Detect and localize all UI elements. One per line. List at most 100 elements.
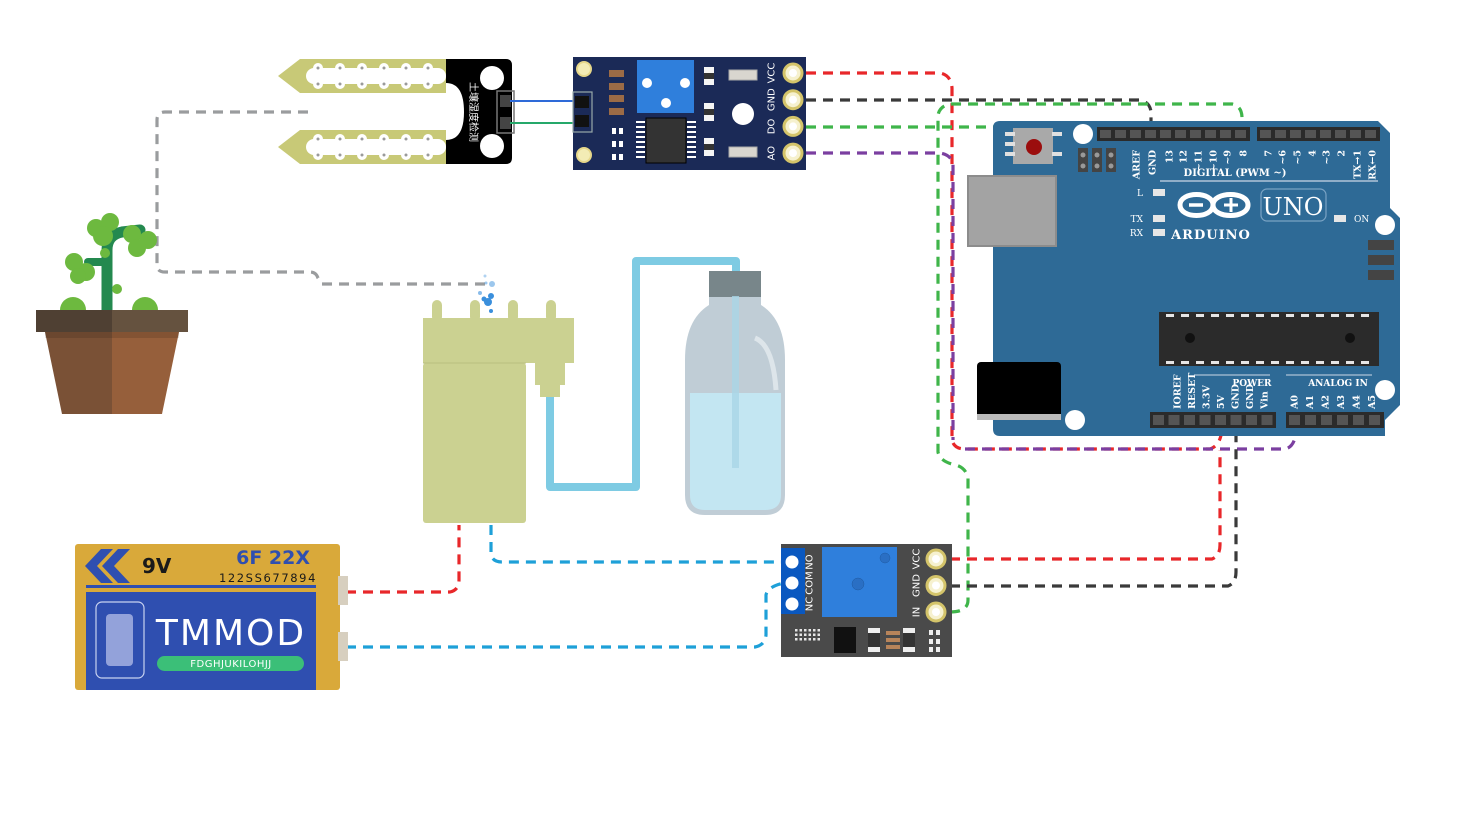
analog-pin-label: A1 <box>1305 395 1316 410</box>
sensor-pin-label: DO <box>767 118 778 134</box>
header-socket[interactable] <box>1153 415 1164 425</box>
wire-relay-in[interactable] <box>936 102 1244 614</box>
digital-pin-label: 13 <box>1165 150 1176 163</box>
relay-smd-dot <box>795 633 798 636</box>
header-socket[interactable] <box>1145 130 1156 138</box>
led-label-tx: TX <box>1131 215 1144 225</box>
wire-battery-neg[interactable] <box>346 580 791 649</box>
sensor-pin-hole <box>789 69 797 77</box>
header-socket[interactable] <box>1246 415 1257 425</box>
probe-pad-dot <box>404 137 408 141</box>
digital-pin-label: RX←0 <box>1368 150 1379 180</box>
relay-pin-hole <box>932 581 940 590</box>
header-socket[interactable] <box>1205 130 1216 138</box>
digital-pin-label: ~10 <box>1209 150 1220 172</box>
digital-pin-label: ~6 <box>1278 150 1289 165</box>
header-socket[interactable] <box>1337 415 1348 425</box>
header-socket[interactable] <box>1130 130 1141 138</box>
digital-pin-label: 2 <box>1337 150 1348 157</box>
relay-terminal-label: NC <box>805 597 816 611</box>
mcu-leg <box>1316 314 1324 317</box>
relay-smd-dot <box>813 629 816 632</box>
header-socket[interactable] <box>1235 130 1246 138</box>
header-socket[interactable] <box>1365 130 1376 138</box>
battery-serial: 122SS677894 <box>219 571 317 585</box>
wire-relay-gnd[interactable] <box>950 425 1238 588</box>
mcu-leg <box>1196 361 1204 364</box>
wire-relay-vcc[interactable] <box>950 450 1222 561</box>
mcu-leg <box>1226 361 1234 364</box>
header-socket[interactable] <box>1168 415 1180 425</box>
power-pin-label: Vin <box>1260 391 1271 410</box>
header-socket[interactable] <box>1260 130 1271 138</box>
header-socket[interactable] <box>1369 415 1380 425</box>
probe-pad-dot <box>360 82 364 86</box>
digital-pin-label: GND <box>1148 150 1159 175</box>
power-pin-label: 3.3V <box>1202 384 1213 409</box>
mcu-leg <box>1331 314 1339 317</box>
water-bottle[interactable] <box>685 271 785 515</box>
header-socket[interactable] <box>1190 130 1201 138</box>
header-socket[interactable] <box>1115 130 1126 138</box>
header-socket[interactable] <box>1220 130 1231 138</box>
probe-pad-dot <box>316 137 320 141</box>
relay-smd-dot <box>799 638 802 641</box>
water-bubbles-icon <box>478 274 495 313</box>
chip-leg <box>687 146 696 148</box>
header-socket[interactable] <box>1275 130 1286 138</box>
header-socket[interactable] <box>1100 130 1111 138</box>
header-socket[interactable] <box>1321 415 1332 425</box>
probe-pad-dot <box>382 66 386 70</box>
mcu-leg <box>1271 361 1279 364</box>
mcu-leg <box>1166 314 1174 317</box>
mcu-leg <box>1166 361 1174 364</box>
header-socket[interactable] <box>1160 130 1171 138</box>
mcu-leg <box>1271 314 1279 317</box>
battery-9v[interactable]: 9V 6F 22X 122SS677894 TMMOD FDGHJUKILOHJ… <box>75 544 348 690</box>
probe-pad-dot <box>382 82 386 86</box>
header-socket[interactable] <box>1305 130 1316 138</box>
analog-pin-label: A3 <box>1336 395 1347 410</box>
chip-leg <box>636 146 645 148</box>
chip-leg <box>687 126 696 128</box>
header-socket[interactable] <box>1199 415 1211 425</box>
soil-moisture-probe[interactable]: 土壤湿度检测 <box>278 59 515 164</box>
relay-smd-dot <box>817 629 820 632</box>
header-socket[interactable] <box>1335 130 1346 138</box>
header-socket[interactable] <box>1215 415 1226 425</box>
header-socket[interactable] <box>1184 415 1195 425</box>
header-socket[interactable] <box>1230 415 1242 425</box>
power-pin-label: GND <box>1231 384 1242 409</box>
relay-pin-hole <box>932 555 940 563</box>
relay-terminal-label: COM <box>805 571 816 594</box>
wire-battery-pos[interactable] <box>346 525 461 594</box>
mcu-leg <box>1316 361 1324 364</box>
power-pin-label: RESET <box>1187 373 1198 409</box>
header-socket[interactable] <box>1320 130 1331 138</box>
chip-leg <box>636 156 645 158</box>
header-socket[interactable] <box>1305 415 1316 425</box>
mcu-leg <box>1361 361 1369 364</box>
relay-smd-dot <box>799 633 802 636</box>
header-socket[interactable] <box>1353 415 1364 425</box>
header-socket[interactable] <box>1289 415 1300 425</box>
power-pin-label: 5V <box>1216 394 1227 409</box>
header-socket[interactable] <box>1261 415 1273 425</box>
header-socket[interactable] <box>1350 130 1361 138</box>
chip-leg <box>687 136 696 138</box>
battery-tag: FDGHJUKILOHJJ <box>190 659 272 670</box>
mcu-leg <box>1361 314 1369 317</box>
wire-sensor-vcc[interactable] <box>806 71 1224 451</box>
sensor-pin-label: VCC <box>767 63 778 84</box>
header-socket[interactable] <box>1175 130 1186 138</box>
wire-pump-to-relay[interactable] <box>489 525 790 564</box>
sensor-pin-hole <box>789 95 797 104</box>
header-socket[interactable] <box>1290 130 1301 138</box>
wire-probe-to-plant[interactable] <box>155 110 488 286</box>
water-pump[interactable] <box>423 257 740 523</box>
arduino-brand: ARDUINO <box>1170 228 1251 243</box>
